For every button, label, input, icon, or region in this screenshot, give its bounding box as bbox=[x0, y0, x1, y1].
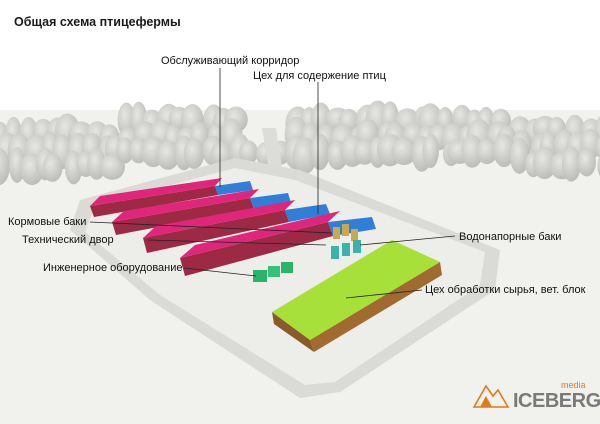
engineering-unit-3 bbox=[281, 262, 293, 273]
label-feed-tanks: Кормовые баки bbox=[8, 216, 87, 228]
leader-lines bbox=[89, 68, 456, 299]
label-bird-house: Цех для содержение птиц bbox=[253, 70, 386, 82]
corridor-3 bbox=[285, 204, 330, 222]
figure-title: Общая схема птицефермы bbox=[14, 15, 181, 29]
processing-wall-side bbox=[310, 262, 442, 352]
tree bbox=[532, 146, 557, 180]
tree bbox=[99, 154, 126, 180]
leader-feed-tanks bbox=[89, 221, 333, 234]
label-engineering: Инженерное оборудование bbox=[43, 262, 183, 274]
tree bbox=[595, 136, 600, 159]
bird-house-2-roof bbox=[112, 189, 259, 222]
engineering-unit-1 bbox=[253, 270, 267, 282]
water-tank-2 bbox=[342, 243, 350, 256]
tree bbox=[239, 140, 258, 165]
leader-processing bbox=[345, 289, 423, 299]
bird-house-4-roof bbox=[180, 211, 340, 258]
tree bbox=[42, 153, 63, 182]
feed-tank-3 bbox=[351, 229, 358, 241]
bird-house-2-wall bbox=[112, 198, 254, 235]
water-tank-1 bbox=[331, 246, 339, 259]
tree bbox=[422, 133, 439, 168]
tree bbox=[116, 137, 134, 164]
logo-brand: ICEBERG bbox=[513, 390, 600, 412]
tree bbox=[461, 135, 484, 168]
mountain-logo-icon bbox=[472, 384, 510, 408]
engineering-unit-2 bbox=[268, 266, 280, 277]
tree bbox=[577, 148, 596, 177]
processing-roof bbox=[272, 240, 440, 340]
leader-water-tanks bbox=[359, 235, 456, 246]
label-corridor: Обслуживающий корридор bbox=[161, 55, 300, 67]
water-tank-3 bbox=[353, 240, 361, 253]
feed-tank-1 bbox=[333, 227, 340, 239]
label-water-tanks: Водонапорные баки bbox=[459, 231, 562, 243]
tree bbox=[561, 146, 581, 182]
tree bbox=[309, 133, 330, 171]
tree bbox=[391, 137, 417, 166]
tree bbox=[156, 140, 180, 170]
tree bbox=[510, 137, 529, 174]
label-tech-yard: Технический двор bbox=[22, 234, 114, 246]
feed-tank-2 bbox=[342, 224, 349, 236]
tree bbox=[493, 133, 515, 168]
processing-building bbox=[272, 240, 442, 352]
label-processing: Цех обработки сырья, вет. блок bbox=[425, 284, 586, 296]
bird-houses bbox=[90, 178, 376, 276]
bird-house-1-roof bbox=[90, 178, 222, 206]
tree bbox=[0, 148, 10, 186]
tree bbox=[183, 138, 205, 169]
bird-house-3-wall bbox=[143, 210, 289, 253]
tanks bbox=[331, 224, 361, 259]
access-road bbox=[262, 128, 282, 168]
bird-house-3-roof bbox=[143, 200, 295, 238]
processing-wall-front bbox=[272, 312, 314, 352]
leader-engineering bbox=[183, 267, 257, 277]
tree bbox=[597, 155, 600, 177]
corridor-1 bbox=[215, 181, 253, 195]
corridor-2 bbox=[250, 193, 291, 209]
bird-house-1-wall bbox=[90, 186, 218, 217]
engineering-equipment bbox=[253, 262, 293, 282]
bird-house-4-wall bbox=[180, 222, 333, 276]
tree bbox=[476, 138, 498, 165]
logo-tag: media bbox=[561, 380, 586, 390]
forest-trees bbox=[0, 100, 600, 186]
leader-tech-yard bbox=[147, 239, 327, 246]
